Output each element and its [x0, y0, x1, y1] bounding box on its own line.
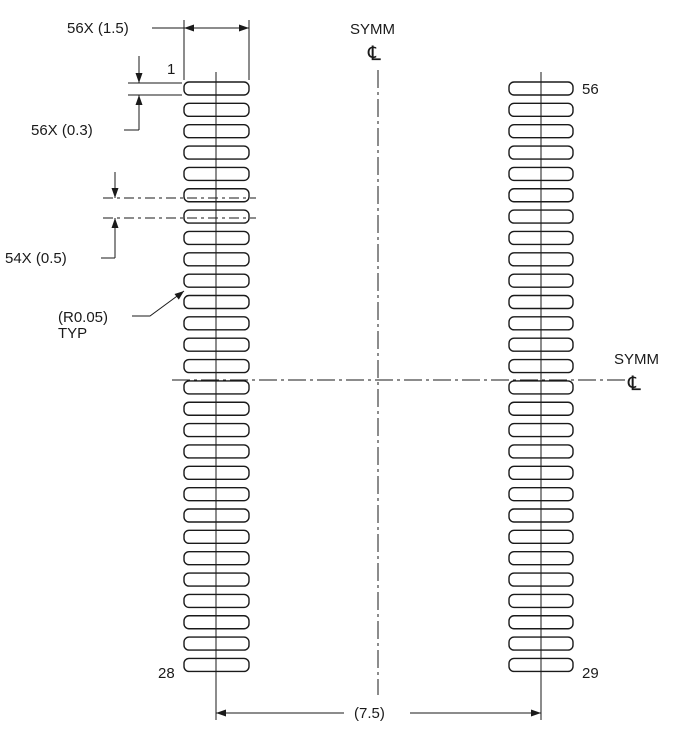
pad-width-dimension: 56X (0.3) [31, 56, 182, 139]
corner-radius-typ: TYP [58, 325, 87, 342]
corner-radius-callout: (R0.05) TYP [58, 290, 185, 342]
row-spacing-dimension: (7.5) [215, 692, 542, 722]
pad-gap-label: 54X (0.5) [5, 250, 67, 267]
horizontal-symm-label: SYMM [614, 351, 659, 368]
pin-1-label: 1 [167, 61, 175, 78]
pin-56-label: 56 [582, 81, 599, 98]
pad-gap-dimension: 54X (0.5) [5, 172, 256, 267]
pad-width-label: 56X (0.3) [31, 122, 93, 139]
horizontal-centerline-symbol: ℄ [627, 373, 641, 395]
corner-radius-value: (R0.05) [58, 309, 108, 326]
vertical-symm-label: SYMM [350, 21, 395, 38]
row-spacing-label: (7.5) [354, 705, 385, 722]
pin-28-label: 28 [158, 665, 175, 682]
pad-length-dimension: 56X (1.5) [67, 20, 250, 80]
vertical-centerline-symbol: ℄ [367, 43, 381, 65]
pin-29-label: 29 [582, 665, 599, 682]
pad-length-label: 56X (1.5) [67, 20, 129, 37]
